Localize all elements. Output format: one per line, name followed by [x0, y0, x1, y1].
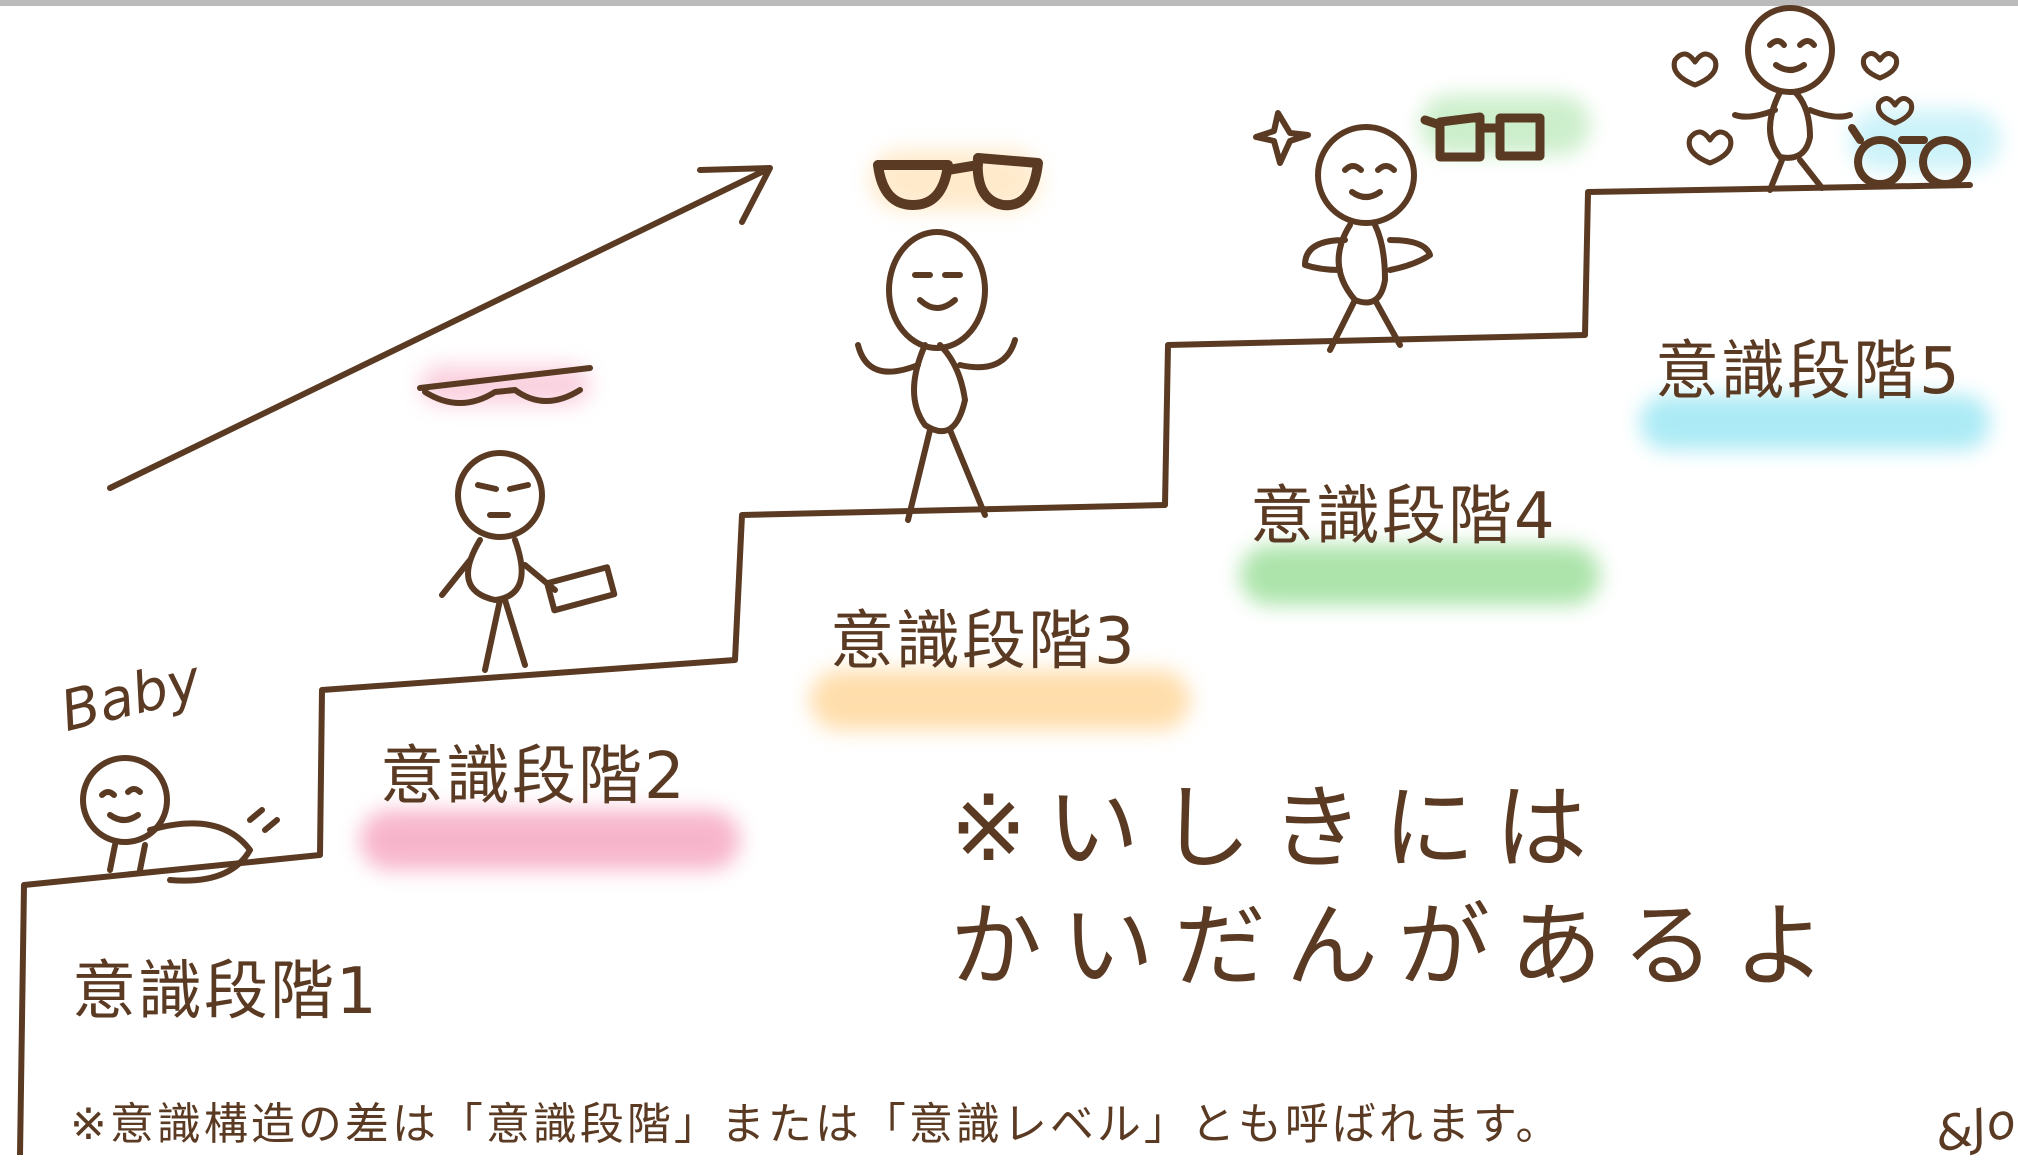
note-line-1: ※いしきには — [950, 775, 1608, 882]
baby-figure — [80, 755, 280, 884]
stage-4-label: 意識段階4 — [1250, 480, 1557, 554]
stage-3-label: 意識段階3 — [830, 605, 1137, 679]
stage-2-highlight — [360, 810, 740, 870]
progress-arrow — [107, 165, 773, 491]
stage-5-highlight — [1640, 395, 1990, 450]
figure-stage-2 — [417, 365, 618, 673]
stage-5-label: 意識段階5 — [1655, 335, 1962, 409]
stage-2-label: 意識段階2 — [380, 740, 687, 814]
stage-4-highlight — [1240, 545, 1600, 605]
staircase-outline — [17, 182, 1973, 1155]
figure-stage-3 — [855, 153, 1043, 523]
footnote: ※意識構造の差は「意識段階」または「意識レベル」とも呼ばれます。 — [70, 1099, 1563, 1150]
stage-1-label: 意識段階1 — [72, 955, 379, 1029]
figure-stage-5 — [1671, 5, 1972, 193]
figure-stage-4 — [1253, 110, 1545, 353]
note-line-2: かいだんがあるよ — [950, 893, 1847, 1000]
note-text: ※いしきには かいだんがあるよ — [950, 770, 1846, 1006]
stage-3-highlight — [810, 670, 1190, 730]
